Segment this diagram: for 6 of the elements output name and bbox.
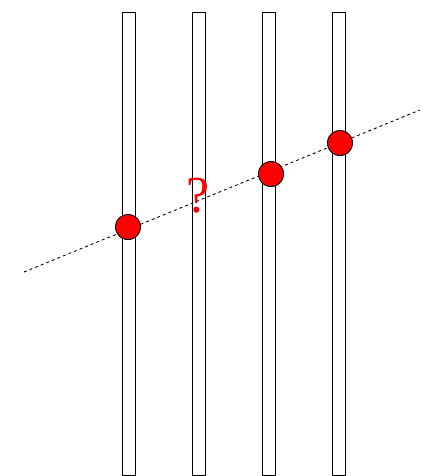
dot-marker bbox=[327, 130, 353, 156]
vertical-bar bbox=[262, 12, 276, 476]
vertical-bar bbox=[122, 12, 136, 476]
vertical-bar bbox=[332, 12, 346, 476]
dot-marker bbox=[258, 161, 284, 187]
dot-marker bbox=[115, 214, 141, 240]
